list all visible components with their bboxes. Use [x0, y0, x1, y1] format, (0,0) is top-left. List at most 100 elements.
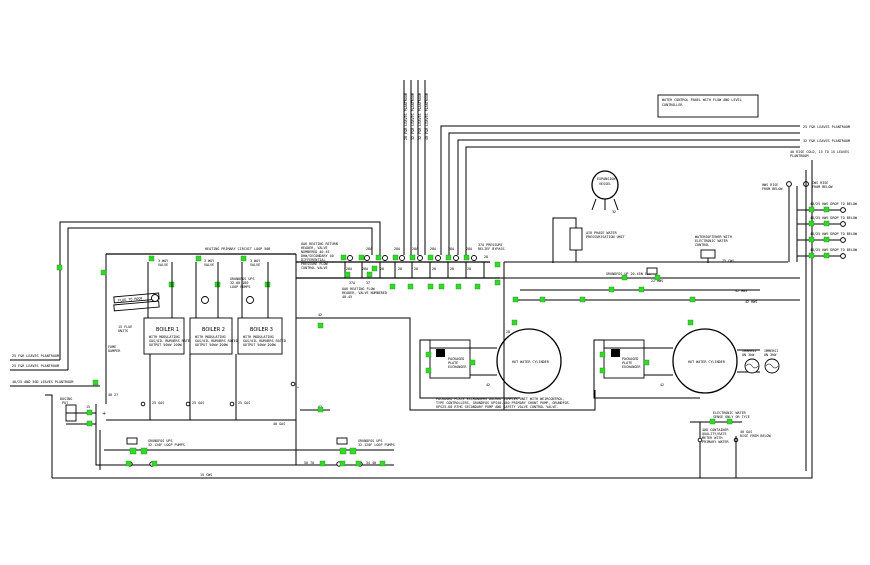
svg-text:28: 28 [484, 255, 488, 259]
gas-rise-1: 40 GAS [740, 430, 752, 434]
expansion-vessel: EXPANSION VESSEL 32 [591, 170, 619, 214]
svg-text:28A: 28A [448, 247, 454, 251]
svg-text:GAS/OIL BURNERS RATED: GAS/OIL BURNERS RATED [243, 339, 286, 343]
right-feed-pipes: 40 RISE COLD, 15 TO 15 LEAVES PLANTROOM … [52, 150, 858, 479]
grundfos-b-1: GRUNDFOS UPS [358, 439, 383, 443]
bottom-pipework: 40 GAS 15 CWS 40 27 + GRUNDFOS UPS 32-12… [92, 379, 297, 477]
softener-label-2: ELECTRONIC WATER [695, 239, 729, 243]
svg-text:40-45: 40-45 [342, 295, 352, 299]
riser-label-2: 32 F&R LEAVES PLANTROOM [411, 93, 415, 140]
svg-text:25 GAS: 25 GAS [238, 401, 250, 405]
drop-label-a: 40/25 HWS DROP TO BELOW [810, 202, 858, 206]
boiler-2 [189, 317, 233, 355]
valve-label-1: 3 WAY [158, 259, 168, 263]
svg-text:GAS/OIL BURNERS RATED: GAS/OIL BURNERS RATED [195, 339, 238, 343]
hot-water-cylinder-b [672, 328, 738, 394]
riser-label-3: 32 F&R LEAVES PLANTROOM [418, 93, 422, 140]
svg-text:42 HWS: 42 HWS [735, 289, 747, 293]
svg-text:22 HWS: 22 HWS [651, 279, 663, 283]
svg-text:28A: 28A [394, 247, 400, 251]
svg-text:3 WAY: 3 WAY [250, 259, 260, 263]
plate-exchanger-b [603, 347, 645, 379]
riser-label-4: 40 F&R LEAVES PLANTROOM [425, 93, 429, 140]
electronic-water-1: ELECTRONIC WATER [713, 411, 747, 415]
svg-text:3 WAY: 3 WAY [204, 259, 214, 263]
svg-text:28: 28 [432, 267, 436, 271]
heating-return-1: OAK HEATING RETURN [301, 242, 338, 246]
gas-meter: ELECTRONIC WATER SENSE ONLY OR TYCE 40D … [690, 411, 772, 478]
svg-text:28: 28 [414, 267, 418, 271]
svg-text:PLATE: PLATE [448, 361, 458, 365]
svg-text:HOT WATER CYLINDER: HOT WATER CYLINDER [512, 360, 550, 364]
loop-valves [56, 261, 501, 290]
exit-label-a: 25 F&R LEAVES PLANTROOM [803, 125, 850, 129]
cws-rise-2: FROM BELOW [812, 185, 833, 189]
pressurisation-label-2: PRESSURISATION UNIT [586, 235, 625, 239]
plate-note-2: TYPE CONTROLLERS, GRUNDFOS UPS40-180 PRI… [436, 401, 569, 405]
left-label-c: 40/25 AND 50D LEAVES PLANTROOM [12, 380, 73, 384]
grundfos-c-1: GRUNDFOS UP 20-45N 150 [606, 272, 651, 276]
svg-text:ON 3kW: ON 3kW [742, 353, 755, 357]
svg-text:HEADER, VALVE: HEADER, VALVE [301, 246, 328, 250]
top-right-feed-2: PLANTROOM [790, 154, 808, 158]
svg-text:37A: 37A [349, 281, 355, 285]
svg-text:OUTPUT 50kW 200W: OUTPUT 50kW 200W [149, 343, 183, 347]
water-softener: WATERSOFTENER WITH ELECTRONIC WATER CONT… [695, 235, 734, 263]
svg-text:28A: 28A [430, 247, 436, 251]
left-label-a: 25 F&R LEAVES PLANTROOM [12, 354, 59, 358]
plate-note-1: PACKAGED PLATE EXCHANGERS DOCKED SIMPLEX… [436, 397, 565, 401]
svg-text:EXCHANGER: EXCHANGER [448, 365, 467, 369]
svg-text:LOOP PUMPS: LOOP PUMPS [230, 285, 250, 289]
svg-text:UNITS: UNITS [118, 329, 128, 333]
svg-text:WITH MODULATING: WITH MODULATING [243, 335, 274, 339]
svg-text:WITH MODULATING: WITH MODULATING [195, 335, 226, 339]
hws-rise-2: FROM BELOW [762, 187, 783, 191]
svg-text:15: 15 [86, 405, 90, 409]
svg-text:HOT WATER CYLINDER: HOT WATER CYLINDER [688, 360, 726, 364]
controller-note: WATER CONTROL PANEL WITH FLOW AND LEVEL … [657, 94, 759, 118]
damper-label-1: FUME [108, 345, 116, 349]
bypass-1: 37A PRESSURE [478, 243, 503, 247]
plantroom-exit-lines: 25 F&R LEAVES PLANTROOM 32 F&R LEAVES PL… [440, 125, 850, 255]
boiler3-title: BOILER 3 [250, 327, 273, 333]
svg-text:QUALITY/RATE: QUALITY/RATE [702, 432, 727, 436]
dosing-pot: DOSING POT 15 [60, 397, 96, 427]
softener-label-3: CONTROL [695, 243, 709, 247]
hw-group-b: PACKAGED PLATE EXCHANGER HOT WATER CYLIN… [593, 328, 780, 399]
svg-text:DHW/SECONDARY 40: DHW/SECONDARY 40 [301, 254, 334, 258]
svg-text:25 GAS: 25 GAS [152, 401, 164, 405]
grundfos-a-2: 32-120F LOOP PUMPS [148, 443, 185, 447]
svg-text:METER WITH: METER WITH [702, 436, 722, 440]
svg-text:40 GAS: 40 GAS [273, 422, 285, 426]
hw-group-a: PACKAGED PLATE EXCHANGER HOT WATER CYLIN… [419, 328, 562, 399]
boiler-3 [237, 317, 283, 355]
svg-text:DIFFERENTIAL: DIFFERENTIAL [301, 258, 326, 262]
svg-text:28: 28 [450, 267, 454, 271]
controller-note-line2: CONTROLLER [662, 103, 683, 107]
svg-text:HEADER, VALVE NUMBERED: HEADER, VALVE NUMBERED [342, 291, 387, 295]
cws-label: 75 CWS [722, 259, 734, 263]
svg-text:28A: 28A [362, 267, 368, 271]
svg-text:42: 42 [486, 383, 490, 387]
controller-note-line1: WATER CONTROL PANEL WITH FLOW AND LEVEL [662, 98, 742, 102]
svg-text:RISE FROM BELOW: RISE FROM BELOW [740, 434, 772, 438]
svg-text:37: 37 [366, 281, 370, 285]
svg-text:CONTROL VALVE: CONTROL VALVE [301, 266, 328, 270]
svg-text:42: 42 [660, 383, 664, 387]
svg-text:OUTPUT 50kW 200W: OUTPUT 50kW 200W [195, 343, 229, 347]
svg-text:28: 28 [380, 267, 384, 271]
svg-text:PLATE: PLATE [622, 361, 632, 365]
svg-text:28A: 28A [366, 247, 372, 251]
pressurisation-unit: AIR PHASE WATER PRESSURISATION UNIT [552, 217, 625, 263]
svg-text:NUMBERED 40-45: NUMBERED 40-45 [301, 250, 330, 254]
svg-text:VALVE: VALVE [250, 263, 260, 267]
svg-text:PACKAGED: PACKAGED [448, 357, 464, 361]
svg-text:50 70: 50 70 [304, 461, 314, 465]
boiler1-title: BOILER 1 [156, 327, 179, 333]
svg-text:+: + [297, 385, 299, 389]
riser-label-1: 28 F&R LEAVES PLANTROOM [404, 93, 408, 140]
drop-label-d: 40/25 HWS DROP TO BELOW [810, 248, 858, 252]
svg-text:EXCHANGER: EXCHANGER [622, 365, 641, 369]
left-label-b: 25 F&R LEAVES PLANTROOM [12, 364, 59, 368]
drop-label-b: 40/25 HWS DROP TO BELOW [810, 216, 858, 220]
